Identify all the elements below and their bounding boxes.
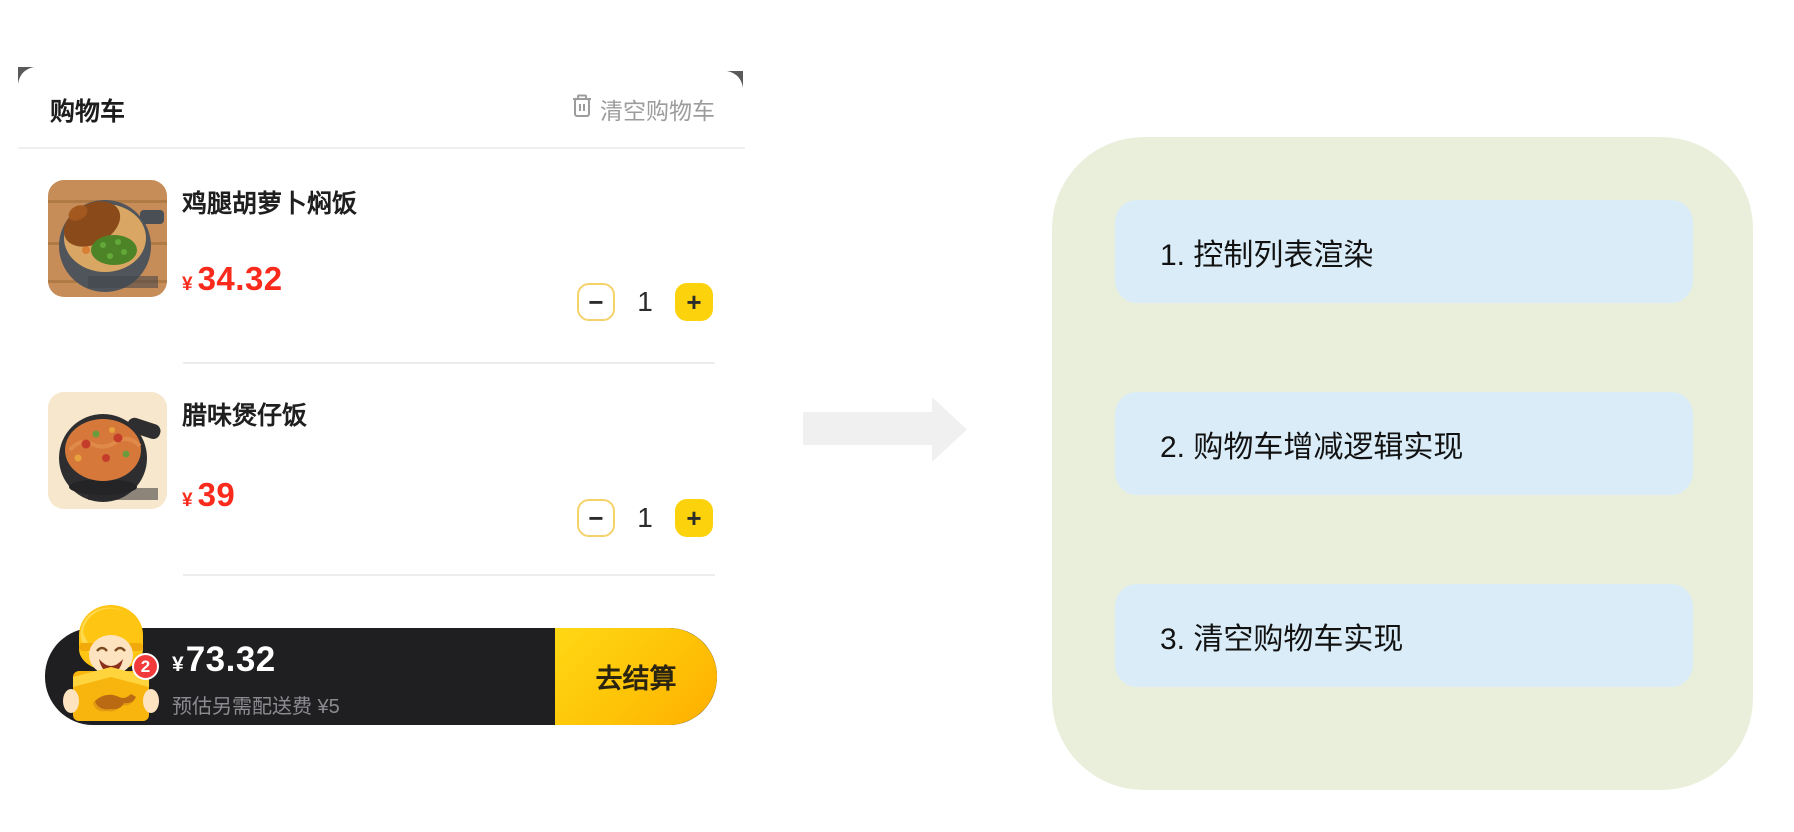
item-2-photo (48, 392, 167, 509)
cart-item-2: 腊味煲仔饭 ¥39 − 1 + (18, 392, 745, 574)
task-item-2: 2. 购物车增减逻辑实现 (1115, 392, 1693, 495)
quantity-stepper: − 1 + (577, 499, 713, 537)
checkout-bar: 2 ¥73.32 预估另需配送费 ¥5 去结算 (45, 605, 717, 725)
item-1-photo (48, 180, 167, 297)
crop-corner-top-right-icon (727, 71, 743, 88)
currency-symbol: ¥ (182, 490, 193, 511)
flow-arrow-icon (803, 397, 967, 467)
cart-total: ¥73.32 (172, 640, 276, 679)
trash-icon (571, 94, 593, 124)
cart-header: 购物车 清空购物车 (18, 84, 745, 132)
item-price: ¥34.32 (182, 260, 283, 297)
clear-cart-button[interactable]: 清空购物车 (571, 92, 715, 126)
delivery-fee-note: 预估另需配送费 ¥5 (172, 696, 340, 718)
checkout-button[interactable]: 去结算 (555, 628, 717, 725)
task-label: 2. 购物车增减逻辑实现 (1160, 430, 1464, 464)
decrease-quantity-button[interactable]: − (577, 499, 615, 537)
increase-quantity-button[interactable]: + (675, 499, 713, 537)
task-label: 1. 控制列表渲染 (1160, 238, 1374, 272)
currency-symbol: ¥ (172, 653, 184, 676)
item-divider (183, 362, 715, 364)
item-name: 鸡腿胡萝卜焖饭 (182, 190, 358, 218)
crop-corner-top-left-icon (18, 67, 34, 84)
delivery-rider-mascot (59, 597, 163, 725)
currency-symbol: ¥ (182, 274, 193, 295)
quantity-value: 1 (637, 502, 653, 533)
decrease-quantity-button[interactable]: − (577, 283, 615, 321)
clear-cart-label: 清空购物车 (600, 98, 715, 124)
tasks-panel: 1. 控制列表渲染 2. 购物车增减逻辑实现 3. 清空购物车实现 (1052, 137, 1753, 790)
quantity-stepper: − 1 + (577, 283, 713, 321)
cart-item-1: 鸡腿胡萝卜焖饭 ¥34.32 − 1 + (18, 180, 745, 362)
quantity-value: 1 (637, 286, 653, 317)
cart-count-badge: 2 (132, 653, 159, 680)
header-divider (18, 147, 745, 149)
increase-quantity-button[interactable]: + (675, 283, 713, 321)
task-item-3: 3. 清空购物车实现 (1115, 584, 1693, 687)
item-divider (183, 574, 715, 576)
task-item-1: 1. 控制列表渲染 (1115, 200, 1693, 303)
item-name: 腊味煲仔饭 (182, 402, 308, 430)
page-title: 购物车 (50, 98, 126, 126)
item-price: ¥39 (182, 476, 236, 513)
cart-panel: 购物车 清空购物车 (18, 60, 745, 740)
task-label: 3. 清空购物车实现 (1160, 622, 1404, 656)
